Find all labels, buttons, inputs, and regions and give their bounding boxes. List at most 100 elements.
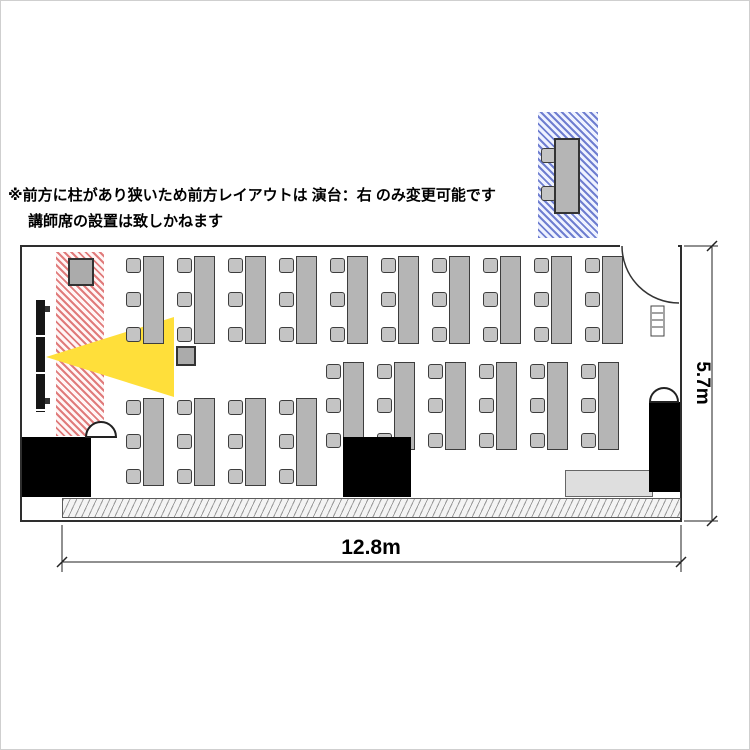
lectern-right-area (538, 112, 598, 238)
chair (381, 292, 396, 307)
dimension-width-label: 12.8m (341, 536, 401, 559)
chair (479, 398, 494, 413)
desk (245, 398, 266, 486)
chair (428, 364, 443, 379)
chair (279, 434, 294, 449)
chair (585, 292, 600, 307)
desk (500, 256, 521, 344)
desk-unit (479, 362, 517, 450)
chair (377, 364, 392, 379)
desk-unit (530, 362, 568, 450)
pillar-middle (343, 437, 411, 497)
desk-unit (177, 256, 215, 344)
desk-unit (534, 256, 572, 344)
desk-unit (483, 256, 521, 344)
chair (581, 433, 596, 448)
chair (530, 364, 545, 379)
chair (177, 292, 192, 307)
chair (428, 433, 443, 448)
chair (126, 469, 141, 484)
desk (143, 398, 164, 486)
desk-unit (177, 398, 215, 486)
chair (326, 433, 341, 448)
desk (398, 256, 419, 344)
desk-unit (428, 362, 466, 450)
chair (126, 327, 141, 342)
chair (326, 364, 341, 379)
chair (483, 258, 498, 273)
chair (479, 433, 494, 448)
chair (126, 434, 141, 449)
desk (551, 256, 572, 344)
desk (598, 362, 619, 450)
chair (228, 258, 243, 273)
pillar-left (22, 437, 91, 497)
screen-bracket-icon (45, 398, 50, 404)
desk-unit (585, 256, 623, 344)
desk-unit (432, 256, 470, 344)
desk (449, 256, 470, 344)
pillar-right (649, 402, 680, 492)
chair (177, 469, 192, 484)
chair (432, 258, 447, 273)
desk (296, 398, 317, 486)
chair (530, 398, 545, 413)
chair (534, 292, 549, 307)
desk (245, 256, 266, 344)
chair (126, 292, 141, 307)
chair (381, 327, 396, 342)
chair (177, 434, 192, 449)
desk (445, 362, 466, 450)
chair (483, 327, 498, 342)
chair (126, 258, 141, 273)
desk-unit (326, 362, 364, 450)
desk-unit (381, 256, 419, 344)
desk (496, 362, 517, 450)
chair (479, 364, 494, 379)
lectern-desk (554, 138, 580, 214)
chair (530, 433, 545, 448)
chair (428, 398, 443, 413)
chair (279, 400, 294, 415)
annotation-note: ※前方に柱があり狭いため前方レイアウトは 演台：右 のみ変更可能です 講師席の設… (8, 183, 496, 234)
desk-unit (330, 256, 368, 344)
annotation-line-1: ※前方に柱があり狭いため前方レイアウトは 演台：右 のみ変更可能です (8, 187, 496, 204)
chair (228, 400, 243, 415)
bottom-wall-strip (62, 498, 681, 518)
chair (279, 292, 294, 307)
chair (432, 292, 447, 307)
chair (326, 398, 341, 413)
desk-unit (279, 256, 317, 344)
desk-unit (279, 398, 317, 486)
side-cabinet (565, 470, 653, 497)
chair (228, 292, 243, 307)
annotation-line-2: 講師席の設置は致しかねます (28, 212, 224, 230)
desk (347, 256, 368, 344)
desk (296, 256, 317, 344)
dimension-height-label: 5.7m (692, 361, 713, 405)
chair (330, 258, 345, 273)
chair (581, 364, 596, 379)
desk-unit (228, 398, 266, 486)
desk-unit (126, 398, 164, 486)
chair (177, 327, 192, 342)
chair (279, 327, 294, 342)
chair (177, 400, 192, 415)
desk (194, 398, 215, 486)
desk-unit (228, 256, 266, 344)
chair (279, 258, 294, 273)
desk-unit (126, 256, 164, 344)
speaker-podium (176, 346, 196, 366)
chair (585, 327, 600, 342)
chair (228, 327, 243, 342)
desk-unit (581, 362, 619, 450)
chair (483, 292, 498, 307)
chair (279, 469, 294, 484)
chair (330, 292, 345, 307)
chair (330, 327, 345, 342)
chair (228, 434, 243, 449)
chair (126, 400, 141, 415)
chair (585, 258, 600, 273)
chair (581, 398, 596, 413)
